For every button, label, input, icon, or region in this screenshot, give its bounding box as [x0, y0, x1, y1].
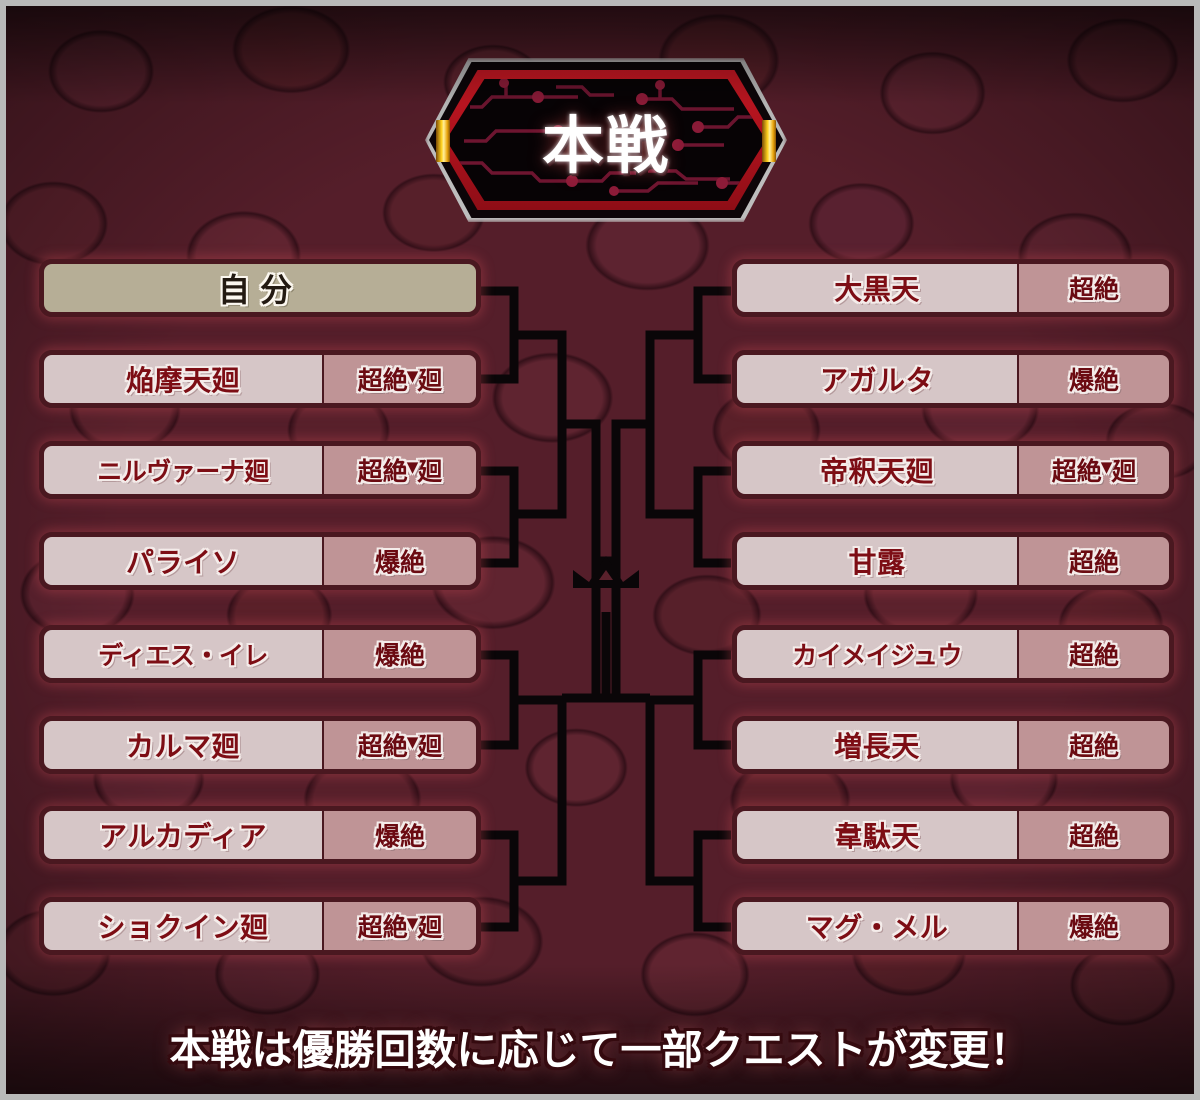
- bracket-row-badge: 爆絶: [1017, 902, 1169, 950]
- bracket-row[interactable]: パライソ爆絶: [39, 532, 481, 590]
- bracket-row[interactable]: マグ・メル爆絶: [732, 897, 1174, 955]
- crown-icon: [573, 556, 639, 588]
- bracket-row-badge: 超絶▼廻: [322, 902, 476, 950]
- bracket-row-badge: 超絶: [1017, 537, 1169, 585]
- bracket-row-badge: 爆絶: [1017, 355, 1169, 403]
- bracket-row-name: マグ・メル: [737, 902, 1017, 950]
- bracket-row-name: 大黒天: [737, 264, 1017, 312]
- bracket-row-badge: 超絶▼廻: [322, 446, 476, 494]
- badge-separator-icon: ▼: [1100, 458, 1113, 476]
- banner-title-text: 本戦: [541, 109, 670, 182]
- caption-text: 本戦は優勝回数に応じて一部クエストが変更！: [169, 1026, 1031, 1074]
- bracket-row-name: ショクイン廻: [44, 902, 322, 950]
- bracket-row-name: カイメイジュウ: [737, 630, 1017, 678]
- bracket-row-badge: 超絶: [1017, 630, 1169, 678]
- bracket-row-name: アガルタ: [737, 355, 1017, 403]
- bracket-row-name: ニルヴァーナ廻: [44, 446, 322, 494]
- bracket-row-name: 韋駄天: [737, 811, 1017, 859]
- badge-separator-icon: ▼: [406, 914, 419, 932]
- bracket-row-badge: 爆絶: [322, 630, 476, 678]
- bracket-row-badge: 超絶▼廻: [1017, 446, 1169, 494]
- bracket-row-name: カルマ廻: [44, 721, 322, 769]
- bracket-row[interactable]: ディエス・イレ爆絶: [39, 625, 481, 683]
- bracket-row-badge: 超絶: [1017, 811, 1169, 859]
- bracket-row[interactable]: 帝釈天廻超絶▼廻: [732, 441, 1174, 499]
- bracket-row[interactable]: 韋駄天超絶: [732, 806, 1174, 864]
- bracket-row-name: 自分: [44, 264, 476, 312]
- bracket-row[interactable]: アガルタ爆絶: [732, 350, 1174, 408]
- bracket-row-name: ディエス・イレ: [44, 630, 322, 678]
- badge-separator-icon: ▼: [406, 367, 419, 385]
- badge-separator-icon: ▼: [406, 733, 419, 751]
- bracket-row-name: 帝釈天廻: [737, 446, 1017, 494]
- bracket-row[interactable]: 増長天超絶: [732, 716, 1174, 774]
- bracket-row[interactable]: ショクイン廻超絶▼廻: [39, 897, 481, 955]
- bracket-row[interactable]: 大黒天超絶: [732, 259, 1174, 317]
- bracket-row[interactable]: アルカディア爆絶: [39, 806, 481, 864]
- bracket-row-badge: 超絶▼廻: [322, 721, 476, 769]
- bracket-row[interactable]: 甘露超絶: [732, 532, 1174, 590]
- bracket-row-badge: 爆絶: [322, 811, 476, 859]
- bracket-row-name: 増長天: [737, 721, 1017, 769]
- title-banner: 本戦: [425, 58, 787, 222]
- bracket-row-badge: 超絶: [1017, 721, 1169, 769]
- bracket-row-name: 甘露: [737, 537, 1017, 585]
- bracket-row[interactable]: 自分: [39, 259, 481, 317]
- bracket-row-badge: 爆絶: [322, 537, 476, 585]
- bracket-row-name: 焔摩天廻: [44, 355, 322, 403]
- bracket-row-name: パライソ: [44, 537, 322, 585]
- bracket-row-badge: 超絶▼廻: [322, 355, 476, 403]
- bracket-row[interactable]: カルマ廻超絶▼廻: [39, 716, 481, 774]
- bracket-row-name: アルカディア: [44, 811, 322, 859]
- bracket-row[interactable]: カイメイジュウ超絶: [732, 625, 1174, 683]
- bracket-row-badge: 超絶: [1017, 264, 1169, 312]
- bracket-row[interactable]: ニルヴァーナ廻超絶▼廻: [39, 441, 481, 499]
- badge-separator-icon: ▼: [406, 458, 419, 476]
- bracket-row[interactable]: 焔摩天廻超絶▼廻: [39, 350, 481, 408]
